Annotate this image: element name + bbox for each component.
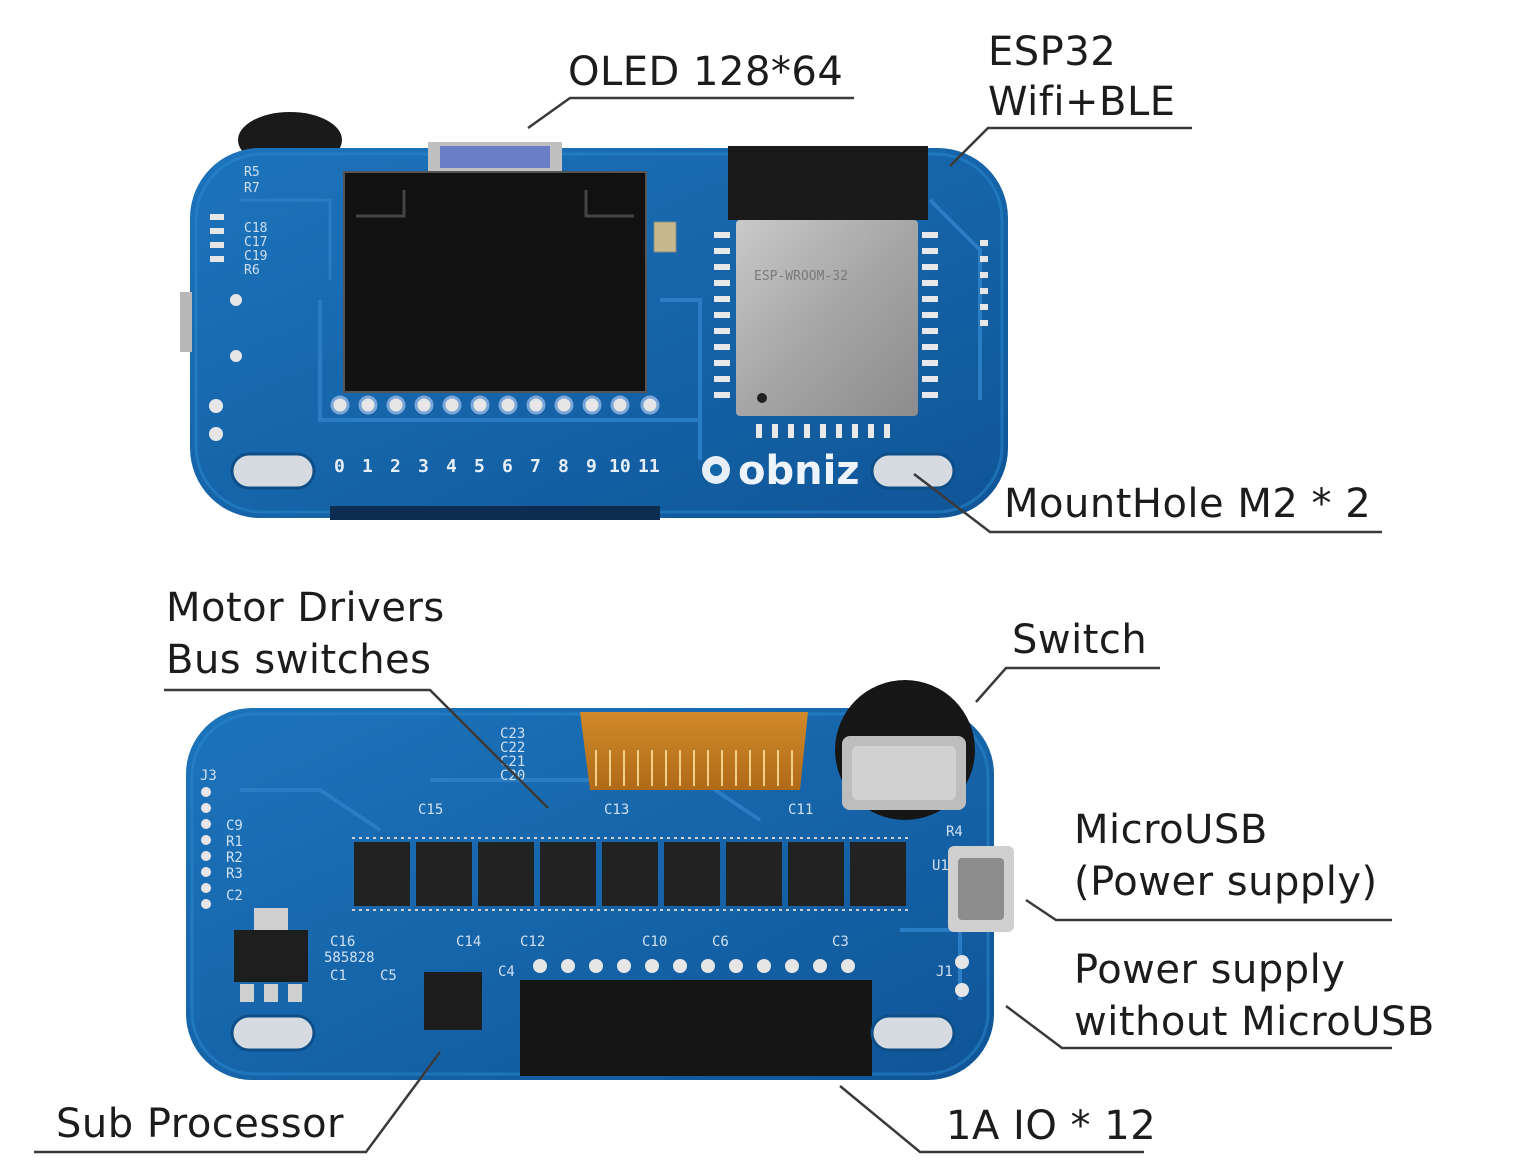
switch-label: Switch [1012,617,1148,663]
silk-label: R1 [226,834,243,850]
esp32-label-line2: Wifi+BLE [988,79,1176,125]
sub-processor-label: Sub Processor [56,1101,345,1147]
motor-drivers-label-line2: Bus switches [166,637,432,683]
silk-label: R6 [244,263,260,278]
mount-hole-left [230,452,316,490]
silk-label: C13 [604,802,629,818]
motor-driver-ics [352,837,908,911]
silk-label: C16 [330,934,355,950]
silk-label: 585828 [324,950,375,966]
silk-label: R5 [244,165,260,180]
silk-label: C10 [642,934,667,950]
motor-drivers-label-line1: Motor Drivers [166,585,445,631]
silk-label: C4 [498,964,515,980]
pin-number: 3 [418,456,429,477]
pin-number: 10 [609,456,631,477]
silk-label: C22 [500,740,525,756]
power-supply-label-line1: Power supply [1074,947,1346,993]
io-header [520,980,872,1076]
pin-number: 8 [558,456,569,477]
sub-processor-chip [424,972,482,1030]
silk-label: C5 [380,968,397,984]
silk-label: R3 [226,866,243,882]
pin-number: 1 [362,456,373,477]
pin-number: 11 [638,456,660,477]
pin-number: 7 [530,456,541,477]
silk-label: C17 [244,235,267,250]
pin-number: 0 [334,456,345,477]
back-board: C23 C22 C21 C20 C15 C13 C11 C14 C12 C10 … [186,680,1014,1080]
mount-hole-right [870,452,956,490]
silk-label: R7 [244,181,260,196]
silk-label: J1 [936,964,953,980]
front-board: ESP-WROOM-32 0 1 2 3 4 5 6 [180,112,1008,520]
silk-label: J3 [200,768,217,784]
mounthole-label: MountHole M2 * 2 [1004,481,1372,527]
pin-number: 9 [586,456,597,477]
power-supply-label-line2: without MicroUSB [1074,999,1435,1045]
silk-label: C12 [520,934,545,950]
silk-label: C23 [500,726,525,742]
silk-label: C15 [418,802,443,818]
pin-number: 4 [446,456,457,477]
pin-number: 2 [390,456,401,477]
leader-lines [34,96,1392,1154]
silk-label: C3 [832,934,849,950]
silk-label: R4 [946,824,963,840]
silk-label: U1 [932,858,949,874]
oled-label: OLED 128*64 [568,49,844,95]
silk-label: R2 [226,850,243,866]
esp-module-label: ESP-WROOM-32 [754,269,848,284]
silk-label: C14 [456,934,481,950]
esp32-label-line1: ESP32 [988,29,1117,75]
silk-label: C1 [330,968,347,984]
silk-label: C11 [788,802,813,818]
silk-label: C18 [244,221,267,236]
pin-number: 6 [502,456,513,477]
brand-logo-text: obniz [738,448,860,494]
microusb-label-line2: (Power supply) [1074,859,1378,905]
pin-number: 5 [474,456,485,477]
silk-label: C6 [712,934,729,950]
silk-label: C9 [226,818,243,834]
silk-label: C19 [244,249,267,264]
silk-label: C2 [226,888,243,904]
microusb-label-line1: MicroUSB [1074,807,1268,853]
io-label: 1A IO * 12 [946,1103,1157,1149]
